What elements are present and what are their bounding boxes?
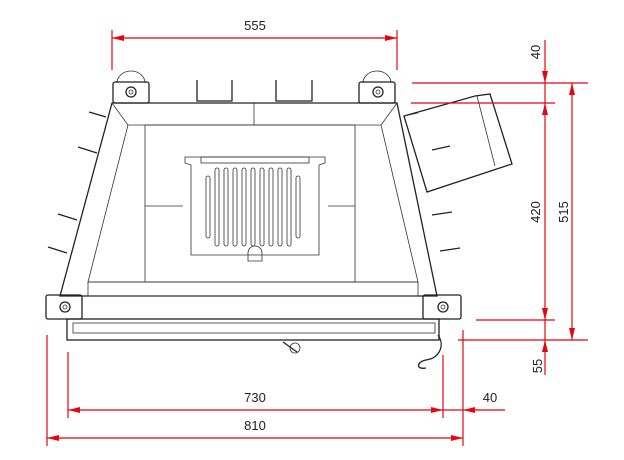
grate-slot (259, 167, 265, 247)
grate-slot (268, 167, 274, 247)
grate-slot (241, 167, 247, 247)
grate-slot (277, 167, 283, 247)
dim-side-offset: 40 (483, 390, 497, 405)
top-anchors (196, 80, 313, 102)
bolt-icon (125, 86, 137, 98)
dim-total-height: 515 (556, 201, 571, 223)
bracket-top-right (358, 70, 396, 104)
grate-slot (286, 167, 292, 247)
bracket-bottom-left (45, 294, 83, 320)
dim-total-width: 810 (244, 418, 266, 433)
bracket-bottom-right (422, 294, 462, 320)
grate-slot (295, 175, 301, 239)
dimension-lines (46, 30, 588, 446)
bolt-icon (59, 301, 71, 313)
bolt-icon (372, 86, 384, 98)
grate-slot (205, 175, 211, 239)
bracket-top-left (112, 70, 150, 104)
fireplace-body (59, 102, 438, 297)
bolt-icon (437, 301, 449, 313)
dim-top-width: 555 (244, 18, 266, 33)
grate-slot (214, 167, 220, 247)
dim-bottom-offset: 55 (530, 359, 545, 373)
grate-slot (250, 167, 256, 247)
door-handle (417, 334, 442, 369)
dim-inner-width: 730 (244, 390, 266, 405)
dim-top-offset: 40 (528, 45, 543, 59)
door-frame (66, 318, 442, 369)
flue-outlet (403, 93, 513, 193)
grate-slot (223, 167, 229, 247)
grate (184, 156, 326, 262)
grate-slot (232, 167, 238, 247)
side-anchors (47, 111, 461, 254)
dim-inner-height: 420 (528, 201, 543, 223)
